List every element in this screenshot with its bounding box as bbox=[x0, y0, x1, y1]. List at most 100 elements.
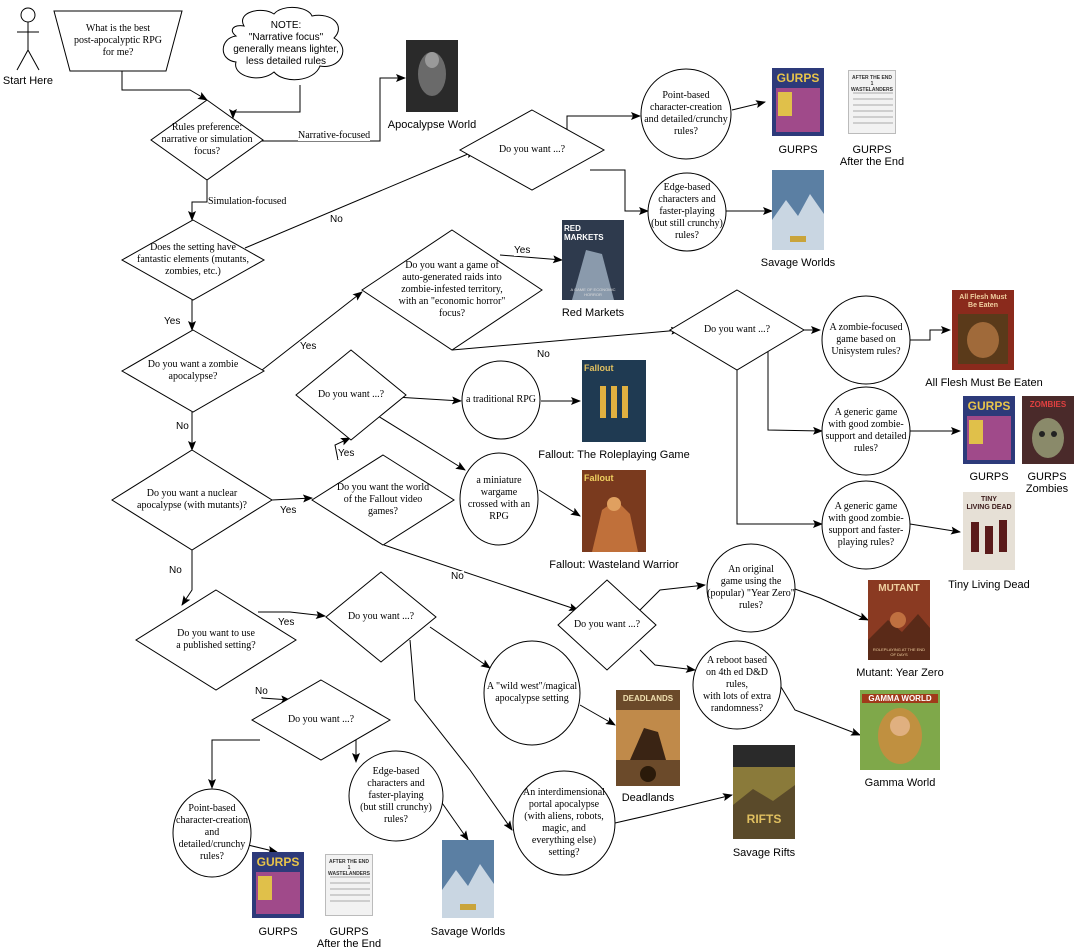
note-cloud: NOTE: "Narrative focus" generally means … bbox=[222, 6, 350, 82]
cover-gurps-zombie-title: GURPS bbox=[967, 399, 1011, 413]
edge-label-no-fallout: No bbox=[451, 571, 464, 582]
cover-savage-rifts: RIFTS bbox=[733, 745, 795, 839]
option-pointbased-top-text: Point-based character-creation and detai… bbox=[644, 90, 728, 137]
decision-zombie: Do you want a zombie apocalypse? bbox=[121, 329, 265, 413]
edge-label-yes-nuclear: Yes bbox=[280, 505, 297, 516]
decision-want-published-text: Do you want ...? bbox=[347, 611, 415, 622]
edge-published-wantpub bbox=[258, 611, 326, 619]
edge-label-narrative: Narrative-focused bbox=[298, 130, 371, 141]
caption-savage-bottom: Savage Worlds bbox=[430, 926, 506, 938]
option-zombie-generic-fast-text: A generic game with good zombie- support… bbox=[828, 501, 904, 548]
caption-gurps-top: GURPS bbox=[778, 144, 818, 156]
cover-savage-bottom bbox=[442, 840, 494, 918]
option-miniature-wargame: a miniature wargame crossed with an RPG bbox=[459, 452, 539, 546]
option-year-zero-text: An original game using the (popular) "Ye… bbox=[707, 564, 795, 611]
edge-label-no-published: No bbox=[255, 686, 268, 697]
cover-mutant-sub: ROLEPLAYING AT THE END OF DAYS bbox=[872, 647, 926, 657]
option-interdimensional-text: An interdimensional portal apocalypse (w… bbox=[523, 787, 605, 858]
cover-gurps-ate-bottom-title: AFTER THE END 1 WASTELANDERS bbox=[328, 859, 370, 877]
cover-red-markets-title: RED MARKETS bbox=[564, 224, 604, 242]
edge-wanttop-point bbox=[566, 112, 641, 130]
option-zombie-generic-detailed: A generic game with good zombie- support… bbox=[821, 386, 911, 476]
cover-gurps-zombies-title: ZOMBIES bbox=[1029, 400, 1067, 409]
decision-published-text: Do you want to use a published setting? bbox=[176, 628, 256, 651]
edge-interdim-rifts bbox=[614, 793, 733, 824]
option-zombie-unisystem-text: A zombie-focused game based on Unisystem… bbox=[829, 322, 903, 357]
cover-tiny-living-dead-title: TINY LIVING DEAD bbox=[966, 496, 1012, 511]
caption-gurps-ate-bottom: GURPS After the End bbox=[316, 926, 382, 950]
edge-wm-yearzero bbox=[639, 582, 706, 611]
option-wild-west-text: A "wild west"/magical apocalypse setting bbox=[486, 681, 578, 704]
cover-deadlands: DEADLANDS bbox=[616, 690, 680, 786]
edge-fallout-wantfallout bbox=[334, 437, 351, 461]
edge-zombie-redq bbox=[261, 291, 363, 371]
option-miniature-wargame-text: a miniature wargame crossed with an RPG bbox=[467, 475, 531, 522]
edge-miniature-cover bbox=[538, 489, 581, 517]
option-interdimensional: An interdimensional portal apocalypse (w… bbox=[512, 770, 616, 876]
cover-all-flesh: All Flesh Must Be Eaten bbox=[952, 290, 1014, 370]
cover-gamma-world: GAMMA WORLD bbox=[860, 690, 940, 770]
cover-mutant: MUTANT ROLEPLAYING AT THE END OF DAYS bbox=[868, 580, 930, 660]
edge-wz-generic1 bbox=[767, 350, 823, 435]
edge-point-gurps bbox=[731, 100, 766, 111]
caption-mutant: Mutant: Year Zero bbox=[856, 667, 944, 679]
cover-fallout-rpg: Fallout bbox=[582, 360, 646, 442]
cover-gurps-ate-top: AFTER THE END 1 WASTELANDERS bbox=[848, 70, 896, 134]
decision-want-fallout-text: Do you want ...? bbox=[317, 389, 385, 400]
cover-red-markets-sub: A GAME OF ECONOMIC HORROR bbox=[570, 287, 616, 297]
option-edgebased-top: Edge-based characters and faster-playing… bbox=[647, 172, 727, 252]
edge-label-yes-redmarkets: Yes bbox=[514, 245, 531, 256]
edge-unisys-afmbe bbox=[910, 326, 951, 341]
cover-gurps-zombies: ZOMBIES bbox=[1022, 396, 1074, 464]
decision-want-bottom-text: Do you want ...? bbox=[287, 714, 355, 725]
edge-wf-miniature bbox=[377, 415, 466, 471]
caption-gurps-ate-top: GURPS After the End bbox=[839, 144, 905, 168]
decision-fallout-world: Do you want the world of the Fallout vid… bbox=[311, 454, 455, 546]
cover-gurps-zombie: GURPS bbox=[963, 396, 1015, 464]
start-actor-icon bbox=[14, 6, 42, 72]
edge-label-no-nuclear: No bbox=[169, 565, 182, 576]
decision-fantastic-elements-text: Does the setting have fantastic elements… bbox=[137, 242, 249, 277]
edge-label-yes-fantastic: Yes bbox=[164, 316, 181, 327]
cover-gurps-ate-bottom: AFTER THE END 1 WASTELANDERS bbox=[325, 854, 373, 916]
option-traditional-rpg: a traditional RPG bbox=[461, 360, 541, 440]
option-pointbased-bottom-text: Point-based character-creation and detai… bbox=[176, 803, 248, 862]
decision-want-top-text: Do you want ...? bbox=[498, 144, 566, 155]
cover-gurps-top: GURPS bbox=[772, 68, 824, 136]
option-traditional-rpg-text: a traditional RPG bbox=[466, 394, 536, 405]
decision-rules-preference: Rules preference: narrative or simulatio… bbox=[150, 99, 264, 181]
caption-gamma-world: Gamma World bbox=[864, 777, 936, 789]
caption-fallout-rpg: Fallout: The Roleplaying Game bbox=[538, 449, 690, 461]
option-pointbased-top: Point-based character-creation and detai… bbox=[640, 68, 732, 160]
edge-yearzero-mutant bbox=[791, 587, 869, 621]
decision-zombie-text: Do you want a zombie apocalypse? bbox=[147, 359, 239, 382]
caption-red-markets: Red Markets bbox=[561, 307, 625, 319]
option-zombie-generic-detailed-text: A generic game with good zombie- support… bbox=[825, 407, 907, 454]
cover-fallout-ww: Fallout bbox=[582, 470, 646, 552]
option-reboot-dd: A reboot based on 4th ed D&D rules, with… bbox=[692, 640, 782, 730]
cover-savage-top bbox=[772, 170, 824, 250]
caption-fallout-ww: Fallout: Wasteland Warrior bbox=[549, 559, 679, 571]
edge-label-simulation: Simulation-focused bbox=[208, 196, 287, 207]
caption-deadlands: Deadlands bbox=[621, 792, 675, 804]
cover-gurps-top-title: GURPS bbox=[776, 71, 820, 85]
edge-rules-fantastic bbox=[188, 180, 208, 221]
edge-wz-generic2 bbox=[736, 370, 823, 528]
edge-fantastic-wanttop bbox=[244, 150, 476, 249]
cover-fallout-ww-title: Fallout bbox=[584, 473, 614, 483]
edge-nuclear-published bbox=[181, 550, 193, 606]
edge-label-yes-published: Yes bbox=[278, 617, 295, 628]
edge-rules-aw bbox=[262, 74, 406, 142]
note-text: NOTE: "Narrative focus" generally means … bbox=[233, 20, 339, 67]
option-zombie-unisystem: A zombie-focused game based on Unisystem… bbox=[821, 295, 911, 385]
cover-gurps-bottom-title: GURPS bbox=[256, 855, 300, 869]
decision-want-published: Do you want ...? bbox=[325, 571, 437, 663]
edge-note-rules bbox=[229, 85, 301, 119]
edge-nuclear-fallout bbox=[271, 494, 313, 503]
cover-fallout-rpg-title: Fallout bbox=[584, 363, 614, 373]
option-edgebased-bottom-text: Edge-based characters and faster-playing… bbox=[360, 766, 432, 825]
edge-wildwest-deadlands bbox=[579, 704, 616, 726]
option-reboot-dd-text: A reboot based on 4th ed D&D rules, with… bbox=[702, 655, 772, 714]
